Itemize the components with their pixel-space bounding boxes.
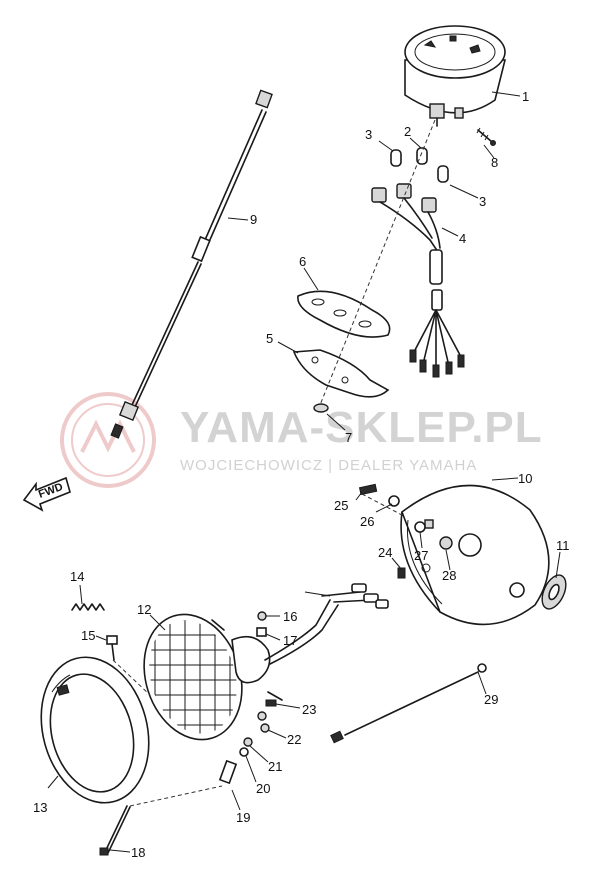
part-label-27: 27 — [414, 548, 428, 563]
part-spring-14 — [71, 603, 105, 611]
part-gasket-plate — [292, 349, 390, 398]
part-label-22: 22 — [287, 732, 301, 747]
part-speedo-cable — [110, 89, 273, 439]
watermark: YAMA-SKLEP.PL WOJCIECHOWICZ | DEALER YAM… — [60, 392, 543, 488]
watermark-logo-icon — [60, 392, 156, 488]
part-label-14: 14 — [70, 569, 84, 584]
fwd-arrow-icon: FWD — [22, 476, 71, 512]
part-label-3a: 3 — [365, 127, 372, 142]
part-washer-7 — [313, 403, 329, 413]
part-number-labels: 1 2 3 3 4 5 6 7 8 9 10 11 12 13 14 15 16… — [33, 89, 570, 860]
part-label-18: 18 — [131, 845, 145, 860]
part-headlight-rim — [40, 656, 150, 804]
part-shell-hardware — [358, 483, 453, 579]
part-label-26: 26 — [360, 514, 374, 529]
part-adjusting-rod — [330, 663, 487, 744]
leader-lines — [47, 91, 561, 853]
part-meter-bracket — [297, 290, 391, 338]
part-label-11: 11 — [556, 538, 570, 553]
part-beam-hardware — [239, 611, 277, 757]
part-label-2: 2 — [404, 124, 411, 139]
part-label-16: 16 — [283, 609, 297, 624]
part-label-5: 5 — [266, 331, 273, 346]
part-label-25: 25 — [334, 498, 348, 513]
part-sleeve-19 — [218, 759, 238, 785]
part-label-15: 15 — [81, 628, 95, 643]
part-label-20: 20 — [256, 781, 270, 796]
part-label-4: 4 — [459, 231, 466, 246]
part-speedometer — [404, 25, 507, 127]
part-label-17: 17 — [283, 633, 297, 648]
part-beam-wires — [264, 583, 389, 665]
part-label-24: 24 — [378, 545, 392, 560]
part-label-28: 28 — [442, 568, 456, 583]
part-label-8: 8 — [491, 155, 498, 170]
part-label-7: 7 — [345, 430, 352, 445]
part-label-19: 19 — [236, 810, 250, 825]
part-screw-15 — [106, 635, 118, 661]
part-label-6: 6 — [299, 254, 306, 269]
part-label-1: 1 — [522, 89, 529, 104]
part-label-12: 12 — [137, 602, 151, 617]
part-grommet — [541, 574, 567, 610]
watermark-title: YAMA-SKLEP.PL — [180, 403, 543, 452]
part-label-21: 21 — [268, 759, 282, 774]
watermark-subtitle: WOJCIECHOWICZ | DEALER YAMAHA — [180, 457, 477, 474]
part-label-10: 10 — [518, 471, 532, 486]
part-label-23: 23 — [302, 702, 316, 717]
part-long-screw-18 — [99, 805, 131, 856]
part-label-13: 13 — [33, 800, 47, 815]
part-label-9: 9 — [250, 212, 257, 227]
part-bulbs — [390, 147, 449, 183]
part-headlight-shell — [400, 484, 550, 626]
part-label-29: 29 — [484, 692, 498, 707]
part-label-3b: 3 — [479, 194, 486, 209]
part-sealed-beam — [140, 608, 283, 746]
part-screw-8 — [476, 127, 496, 146]
part-socket-harness — [371, 183, 465, 378]
